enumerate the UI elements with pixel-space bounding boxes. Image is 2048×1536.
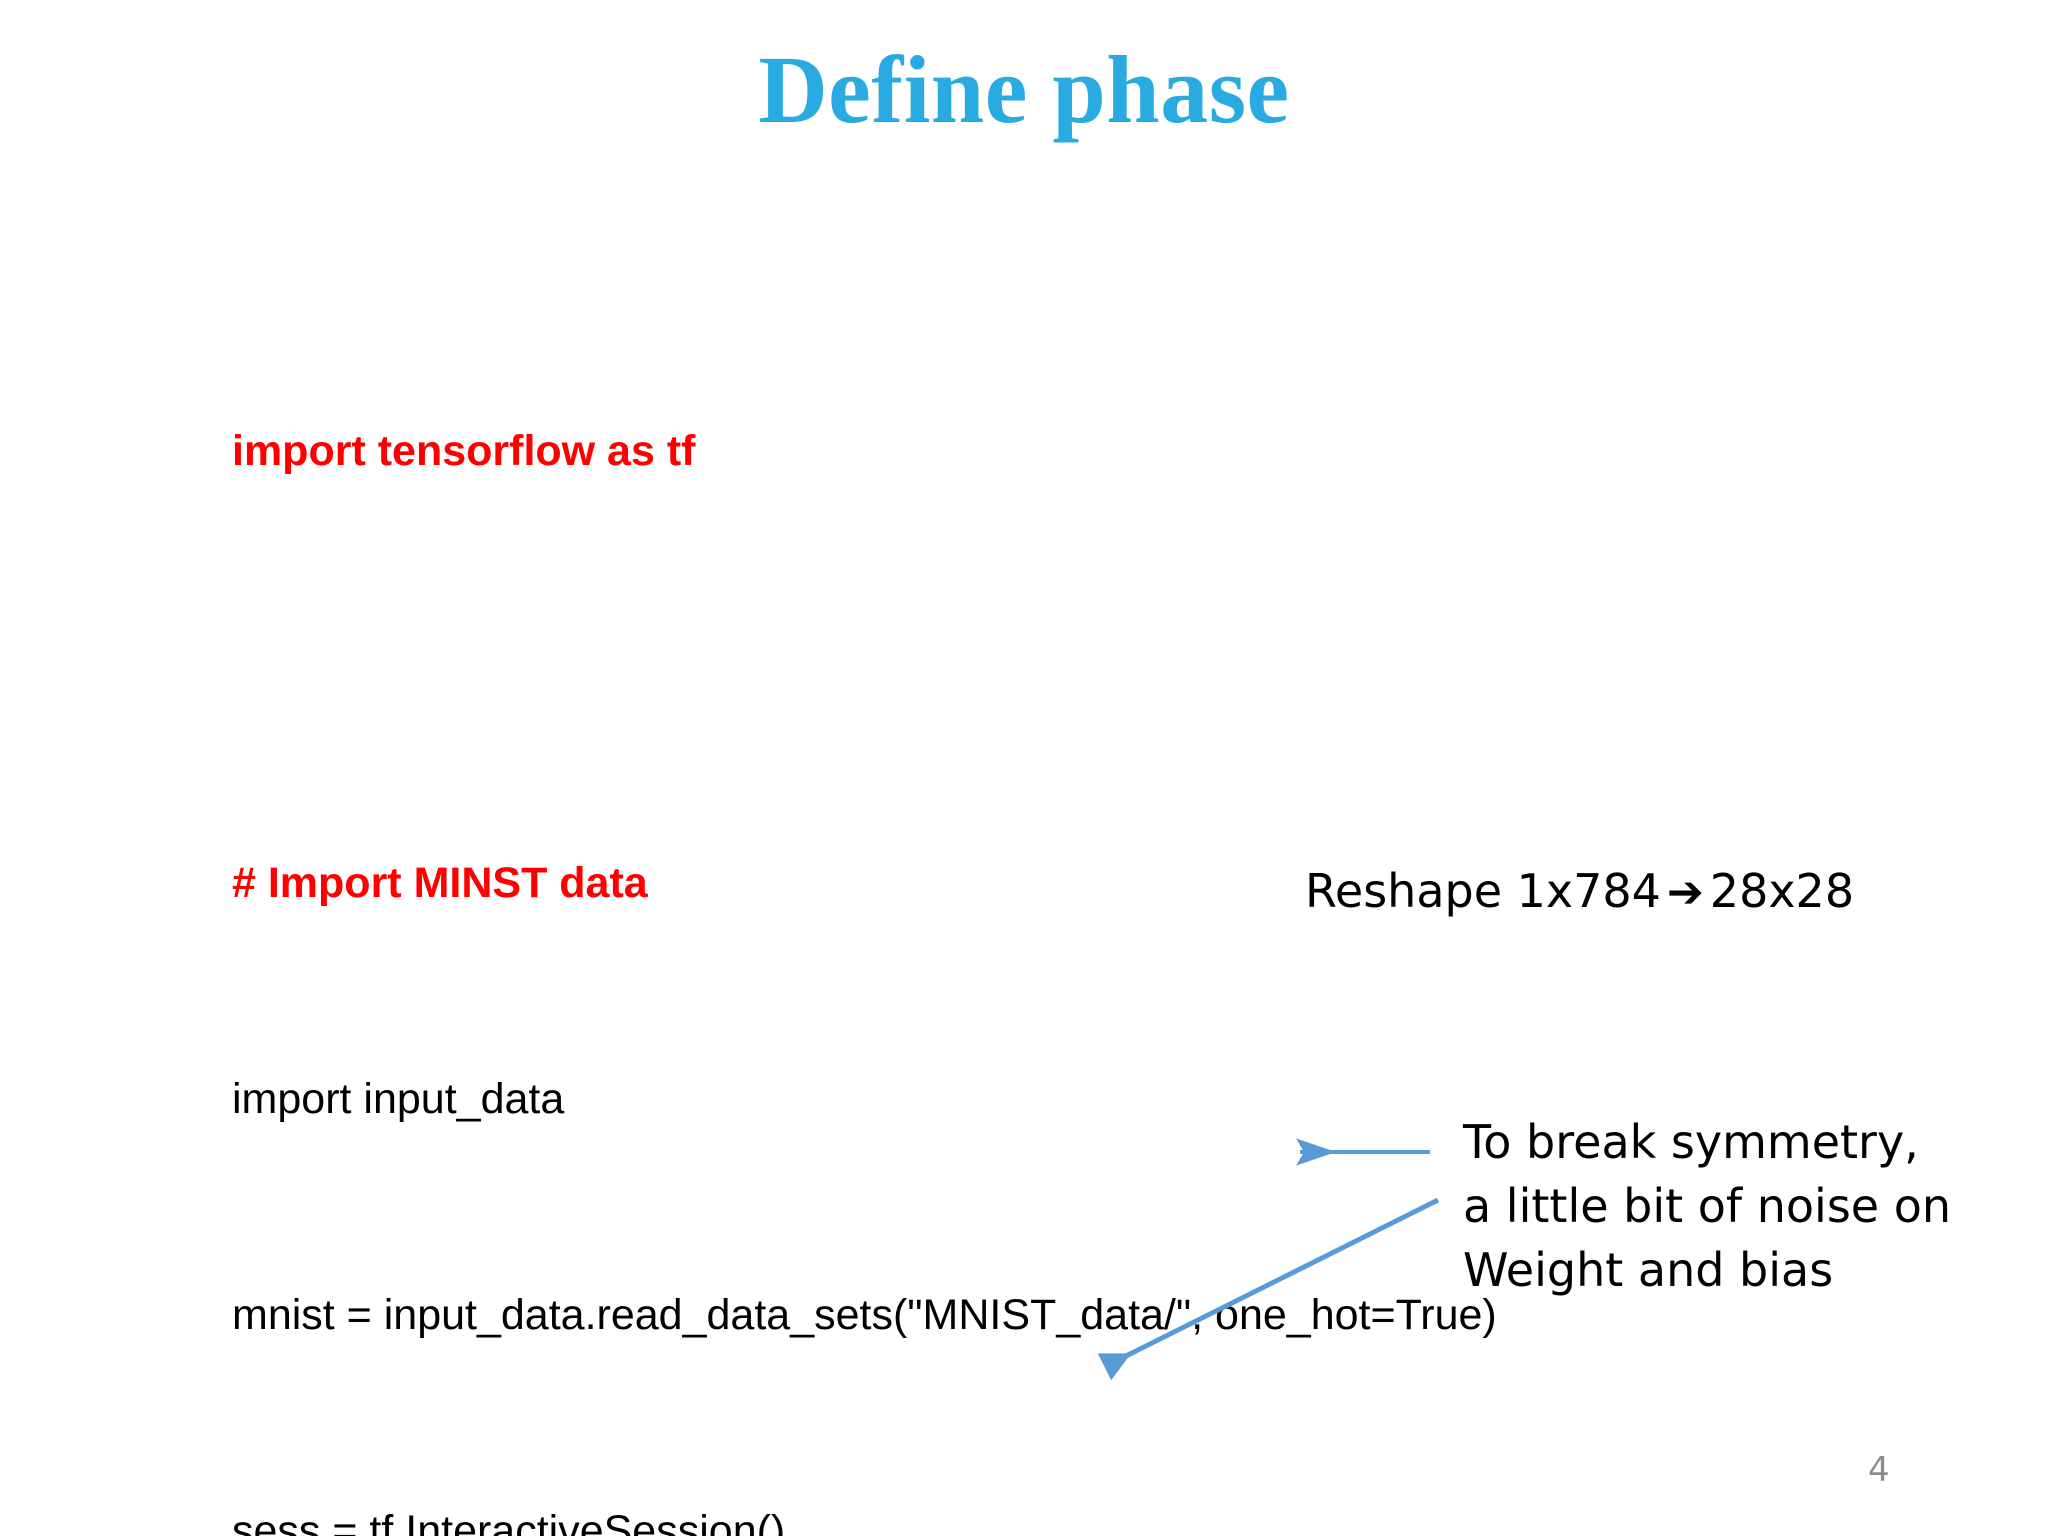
code-token-sess: sess = tf.InteractiveSession() [232, 1507, 786, 1536]
symmetry-annotation-line-1: To break symmetry, [1463, 1115, 1919, 1169]
reshape-annotation-suffix: 28x28 [1709, 864, 1855, 918]
reshape-annotation: Reshape 1x784➔28x28 [1305, 862, 1854, 922]
right-arrow-icon: ➔ [1666, 867, 1704, 918]
symmetry-annotation: To break symmetry, a little bit of noise… [1463, 1110, 1983, 1302]
page-title: Define phase [758, 36, 1290, 143]
code-line-comment-import-mnist: # Import MINST data [232, 856, 1932, 910]
code-token-comment-import-mnist: # Import MINST data [232, 859, 648, 907]
code-line-sess: sess = tf.InteractiveSession() [232, 1504, 1932, 1536]
page-number: 4 [1868, 1450, 1890, 1490]
code-line-import-input-data: import input_data [232, 1072, 1932, 1126]
code-token-import-tensorflow: import tensorflow as tf [232, 427, 696, 475]
code-token-mnist-read: mnist = input_data.read_data_sets("MNIST… [232, 1291, 1497, 1339]
symmetry-annotation-line-3: Weight and bias [1463, 1243, 1834, 1297]
code-token-import-input-data: import input_data [232, 1075, 565, 1123]
code-line-import-tensorflow: import tensorflow as tf [232, 424, 1932, 478]
symmetry-annotation-line-2: a little bit of noise on [1463, 1179, 1952, 1233]
code-line-blank-1 [232, 640, 1932, 694]
reshape-annotation-prefix: Reshape 1x784 [1305, 864, 1661, 918]
